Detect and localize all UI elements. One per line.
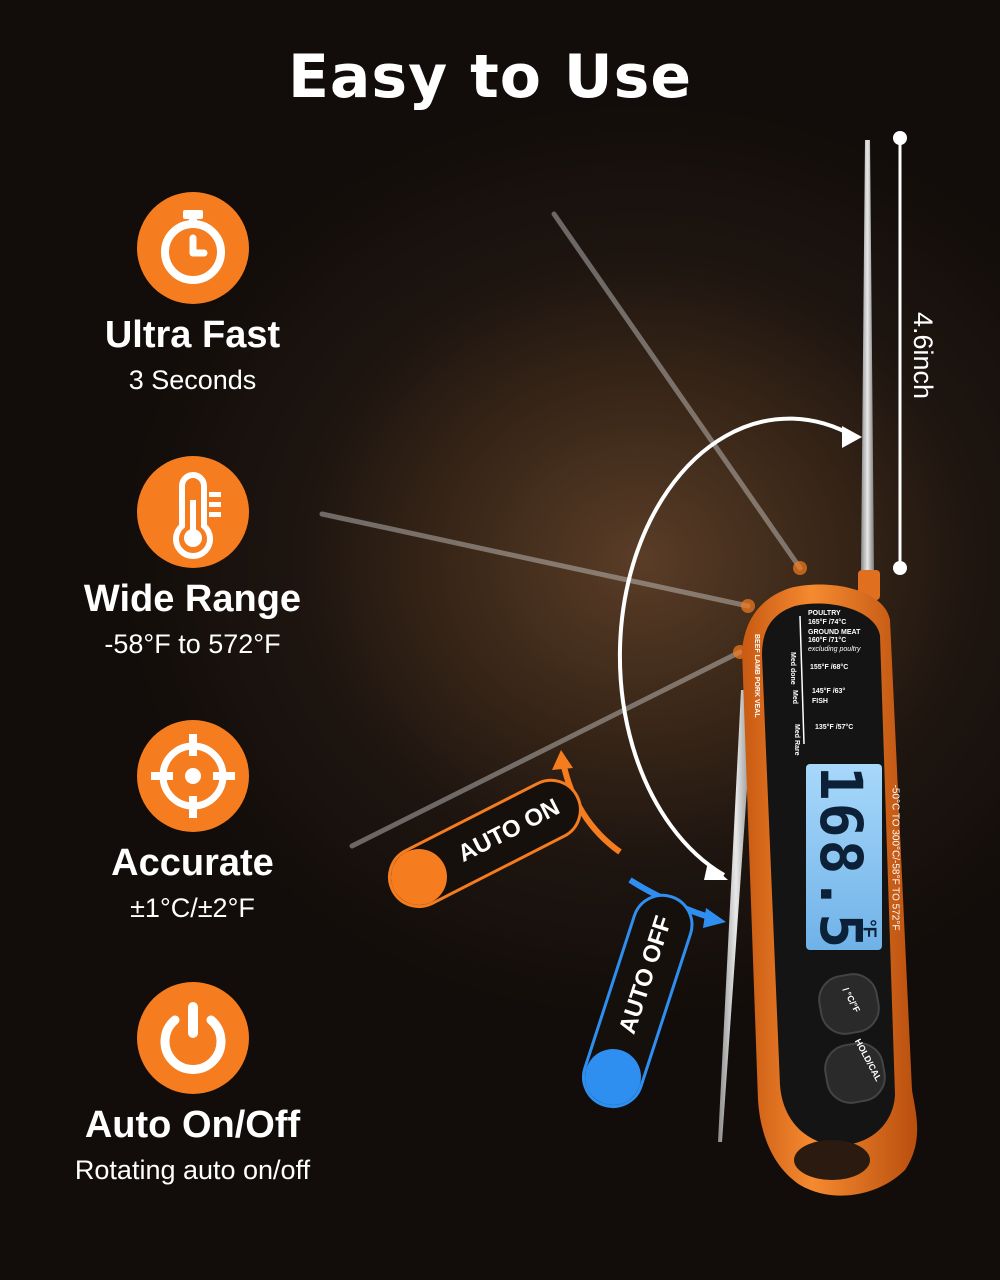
guide-145: 145°F /63° [812, 688, 846, 695]
length-dot [893, 561, 907, 575]
arrow-head-icon [552, 750, 573, 770]
feature-title: Ultra Fast [104, 314, 281, 356]
guide-155: 155°F /68°C [810, 664, 849, 671]
guide-poultry: POULTRY [808, 610, 841, 617]
stopwatch-icon [136, 192, 249, 304]
guide-line [799, 615, 805, 745]
feature-wide-range: Wide Range -58°F to 572°F [40, 456, 345, 660]
probe-folded [718, 690, 754, 1142]
probe-hinge [858, 570, 880, 600]
ghost-probe [319, 211, 803, 849]
probe-upright [861, 140, 874, 570]
rotation-arc [617, 416, 857, 877]
probe-length-text: 4.6inch [908, 311, 939, 399]
auto-on-arrow [560, 761, 622, 855]
arrow-head-icon [704, 862, 728, 880]
feature-accurate: Accurate ±1°C/±2°F [40, 720, 345, 924]
guide-med-done: Med done [789, 652, 796, 685]
feature-title: Wide Range [83, 578, 302, 620]
feature-subtitle: 3 Seconds [128, 365, 257, 395]
range-label: -50°C TO 300°C/-58°F TO 572°F [878, 770, 908, 950]
feature-auto-on-off: Auto On/Off Rotating auto on/off [40, 982, 345, 1186]
lcd-screen [806, 764, 882, 950]
ghost-hinge [793, 561, 807, 575]
probe-length-label: 4.6inch [893, 300, 953, 410]
lcd-unit: °F [859, 919, 880, 938]
guide-med: Med [791, 690, 798, 704]
unit-button[interactable] [815, 970, 882, 1037]
power-icon [136, 982, 249, 1094]
feature-subtitle: Rotating auto on/off [74, 1155, 311, 1185]
guide-med-rare: Med Rare [793, 724, 800, 756]
feature-subtitle: -58°F to 572°F [104, 629, 281, 659]
guide-fish: FISH [812, 698, 828, 705]
hold-button[interactable] [821, 1039, 888, 1106]
feature-ultra-fast: Ultra Fast 3 Seconds [40, 192, 345, 396]
guide-135: 135°F /57°C [815, 724, 854, 731]
feature-subtitle: ±1°C/±2°F [130, 893, 255, 923]
hang-hole [794, 1140, 870, 1180]
length-dot [893, 131, 907, 145]
arrow-head-icon [703, 908, 726, 928]
crosshair-icon [136, 720, 249, 832]
guide-beef: BEEF LAMB PORK VEAL [753, 634, 760, 718]
page-title: Easy to Use [287, 42, 693, 112]
arrow-head-icon [842, 426, 862, 448]
ghost-hinge [741, 599, 755, 613]
guide-poultry-temp: 165°F /74°C [808, 619, 847, 626]
feature-title: Accurate [111, 842, 274, 884]
thermometer-icon [136, 456, 249, 568]
guide-excluding: excluding poultry [808, 646, 861, 653]
range-text: -50°C TO 300°C/-58°F TO 572°F [889, 784, 901, 931]
guide-ground-meat-temp: 160°F /71°C [808, 637, 847, 644]
lcd-display: 168.5 °F [807, 766, 880, 951]
feature-title: Auto On/Off [84, 1104, 301, 1146]
guide-ground-meat: GROUND MEAT [808, 629, 861, 636]
